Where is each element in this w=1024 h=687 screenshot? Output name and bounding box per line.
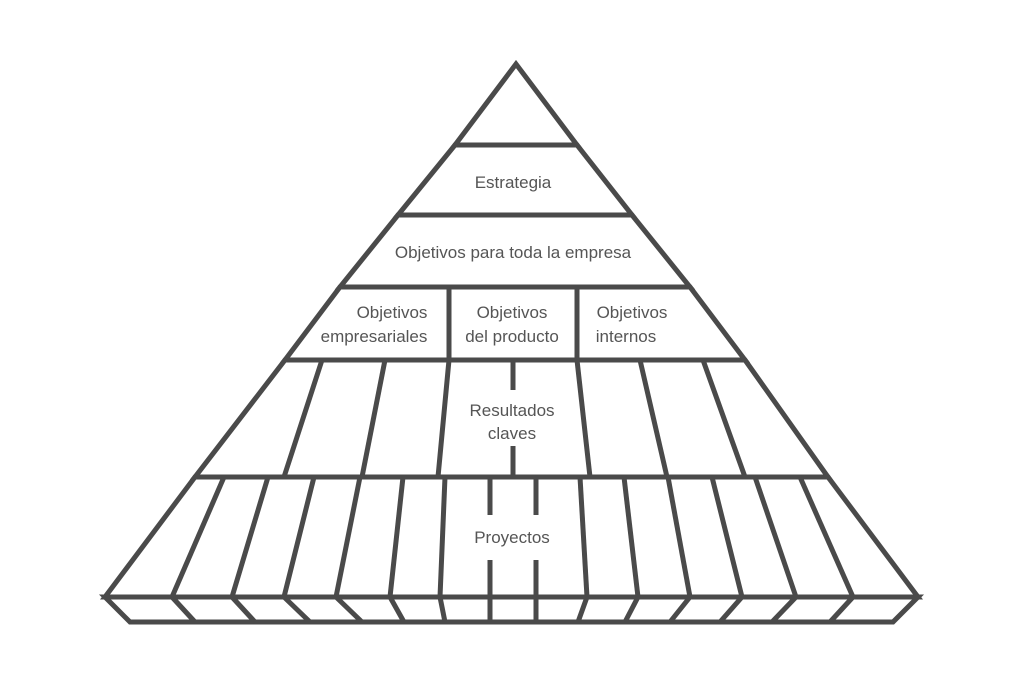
product-goals-line2: del producto [465,327,559,346]
key-results-line2: claves [488,424,536,443]
key-results-divider [700,359,748,478]
base-divider [770,595,798,624]
business-goals-block[interactable]: Objetivos empresariales [321,303,428,346]
internal-goals-line1: Objetivos [597,303,668,322]
base-divider [828,595,855,624]
projects-label: Proyectos [474,528,550,547]
projects-divider [665,476,693,598]
mission-label: Misión [491,119,540,138]
projects-divider [797,475,856,599]
projects-divider [229,476,271,598]
key-results-divider [435,359,452,478]
product-goals-block[interactable]: Objetivos del producto [465,303,559,346]
base-divider [575,596,590,623]
key-results-dividers [281,359,748,478]
internal-goals-block[interactable]: Objetivos internos [596,303,668,346]
base-divider [282,595,312,624]
base-divider [334,595,364,624]
projects-divider [577,476,590,598]
business-goals-line1: Objetivos [357,303,428,322]
key-results-line1: Resultados [469,401,554,420]
projects-divider [281,476,317,598]
projects-divider [169,476,227,598]
projects-divider [387,476,406,598]
projects-divider [437,476,448,598]
internal-goals-line2: internos [596,327,656,346]
projects-divider [709,476,745,598]
base-divider [437,596,448,623]
base-divider [718,595,744,624]
projects-divider [752,476,799,598]
base-divider [230,595,257,624]
projects-dividers [169,475,856,599]
company-goals-label: Objetivos para toda la empresa [395,243,632,262]
strategy-label: Estrategia [475,173,552,192]
base-strip-dividers [170,595,855,624]
key-results-divider [281,359,325,478]
projects-divider [621,476,641,598]
base-divider [622,595,641,624]
key-results-divider [359,359,388,478]
key-results-divider [637,359,670,478]
team-goals-band [279,284,751,363]
base-divider [668,595,692,624]
business-goals-line2: empresariales [321,327,428,346]
base-divider [387,595,407,624]
pyramid-base-strip [98,594,925,625]
base-divider [170,595,197,624]
projects-divider [333,476,363,598]
product-goals-line1: Objetivos [477,303,548,322]
key-results-divider [574,359,593,478]
